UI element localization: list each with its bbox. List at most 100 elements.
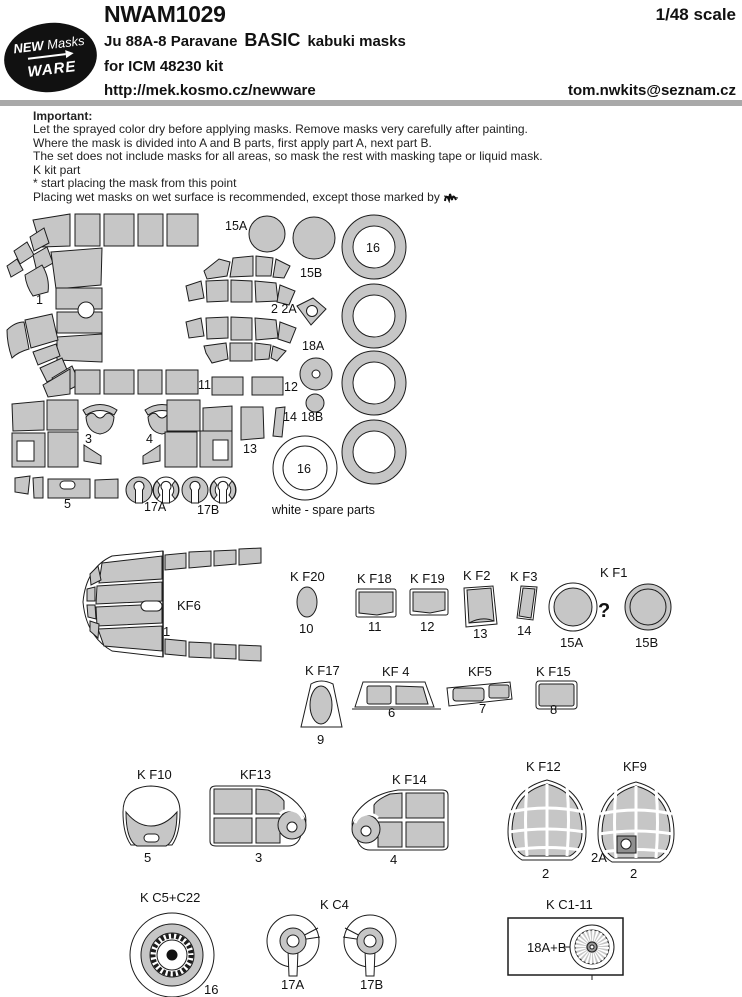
kit-number-kf20: 10 (299, 621, 313, 636)
header: NEW Masks WARE NWAM1029 1/48 scale Ju 88… (0, 0, 742, 100)
diagram-kf13: KF13 3 (209, 767, 307, 865)
part-label-kf12: K F12 (526, 759, 561, 774)
sheet-label-2-2a: 2 2A (271, 302, 297, 316)
sheet-spare-ring-16 (272, 435, 338, 501)
sheet-caption: white - spare parts (271, 503, 375, 517)
newware-logo: NEW Masks WARE (0, 17, 101, 98)
kit-number-kf17: 9 (317, 732, 324, 747)
sheet-canopy-eye-lower (185, 316, 297, 364)
kit-number-kf2: 13 (473, 626, 487, 641)
notes-line: Placing wet masks on wet surface is reco… (33, 190, 713, 204)
notes-heading: Important: (33, 109, 93, 123)
diagram-kc5-c22-wheel: K C5+C22 16 (129, 890, 218, 997)
sheet-label-15b: 15B (300, 266, 322, 280)
part-label-kf18: K F18 (357, 571, 392, 586)
sheet-part-18a (299, 357, 333, 391)
product-code: NWAM1029 (104, 1, 226, 27)
title-plane: Ju 88A-8 Paravane (104, 33, 238, 50)
sheet-part-strip (56, 333, 103, 363)
kit-number-kf5: 7 (479, 701, 486, 716)
diagram-kf18: K F18 11 (355, 571, 397, 634)
kit-number-kf19: 12 (420, 619, 434, 634)
sheet-label-5: 5 (64, 497, 71, 511)
sheet-notch-cutout (77, 301, 95, 319)
notes-line: * start placing the mask from this point (33, 176, 237, 191)
question-mark: ? (598, 600, 610, 622)
part-label-kf19: K F19 (410, 571, 445, 586)
scale-label: 1/48 scale (655, 5, 736, 24)
kit-number-kf1-15a: 15A (560, 635, 583, 650)
title-type: BASIC (244, 30, 301, 50)
part-label-kf6: KF6 (177, 598, 201, 613)
important-notes: Important: Let the sprayed color dry bef… (33, 109, 713, 205)
sheet-label-16-spare: 16 (297, 462, 311, 476)
kit-number-kf18: 11 (368, 619, 382, 634)
sheet-part-15a (248, 215, 286, 253)
sheet-part-5-group (14, 475, 119, 499)
notes-line: Where the mask is divided into A and B p… (33, 135, 432, 150)
part-label-kc4: K C4 (320, 897, 349, 912)
mask-sheet-layout: 15A 15B 16 1 (6, 213, 407, 517)
sheet-label-4: 4 (146, 432, 153, 446)
part-label-kf10: K F10 (137, 767, 172, 782)
kit-number-kc4-17b: 17B (360, 977, 383, 992)
diagram-kf12: K F12 2 (507, 759, 587, 881)
kit-number-kf12: 2 (542, 866, 549, 881)
notes-line: K kit part (33, 162, 81, 177)
diagram-kf19: K F19 12 (409, 571, 449, 634)
sheet-spinner-masks-17a (125, 476, 180, 504)
diagram-kf14: K F14 4 (351, 772, 449, 867)
sheet-label-1: 1 (36, 293, 43, 307)
sheet-label-15a: 15A (225, 219, 248, 233)
diagram-kf4: KF 4 6 (352, 664, 441, 720)
part-label-kf17: K F17 (305, 663, 340, 678)
contact-email: tom.nwkits@seznam.cz (567, 82, 736, 99)
diagram-kf20: K F20 10 (290, 569, 325, 636)
sheet-part-13 (240, 406, 265, 441)
sheet-label-17b: 17B (197, 503, 219, 517)
kit-number-kf9-2a: 2A (591, 850, 607, 865)
part-label-kf15: K F15 (536, 664, 571, 679)
part-label-kf5: KF5 (468, 664, 492, 679)
sheet-label-11: 11 (198, 378, 211, 392)
diagram-kf2: K F2 13 (463, 568, 498, 641)
sheet-part-15b (292, 216, 336, 260)
diagram-kc1-11-engine: K C1-11 18A+B (507, 897, 624, 980)
sheet-part-14 (272, 406, 286, 438)
sheet-bottom-band (42, 368, 199, 398)
sheet-canopy-eye-upper (185, 255, 296, 306)
notes-line: The set does not include masks for all a… (33, 149, 543, 164)
diagram-kf9: KF9 2A 2 (591, 759, 675, 881)
kit-number-kf4: 6 (388, 705, 395, 720)
sheet-part-12 (251, 376, 284, 396)
sheet-window-masks-cluster (11, 399, 233, 468)
sheet-top-band (32, 213, 199, 248)
notes-line: Let the sprayed color dry before applyin… (33, 122, 528, 137)
sheet-label-3: 3 (85, 432, 92, 446)
sheet-left-upper-cluster (6, 227, 54, 297)
kit-number-kf14: 4 (390, 852, 397, 867)
kit-number-kf13: 3 (255, 850, 262, 865)
diagram-kf5: KF5 7 (446, 664, 513, 716)
sheet-label-18b: 18B (301, 410, 323, 424)
diagram-kc4-spinners: K C4 17A 17B (266, 897, 397, 992)
diagram-kf15: K F15 8 (535, 664, 578, 717)
diagram-kf10: K F10 5 (122, 767, 181, 865)
website-url: http://mek.kosmo.cz/newware (104, 82, 316, 99)
divider-bar (0, 100, 742, 106)
sheet-label-18a: 18A (302, 339, 325, 353)
sheet-spinner-masks-17b (181, 476, 237, 504)
sheet-label-14: 14 (283, 410, 297, 424)
sheet-label-13: 13 (243, 442, 257, 456)
diagram-kf3: K F3 14 (510, 569, 538, 638)
part-label-kf2: K F2 (463, 568, 490, 583)
kit-number-kf15: 8 (550, 702, 557, 717)
diagram-kf17: K F17 9 (300, 663, 343, 747)
part-label-kc5: K C5+C22 (140, 890, 200, 905)
part-label-kf9: KF9 (623, 759, 647, 774)
part-label-kf4: KF 4 (382, 664, 409, 679)
kit-number-kf1-15b: 15B (635, 635, 658, 650)
title-masks: kabuki masks (307, 33, 406, 50)
kit-number-kf6: 1 (163, 624, 170, 639)
